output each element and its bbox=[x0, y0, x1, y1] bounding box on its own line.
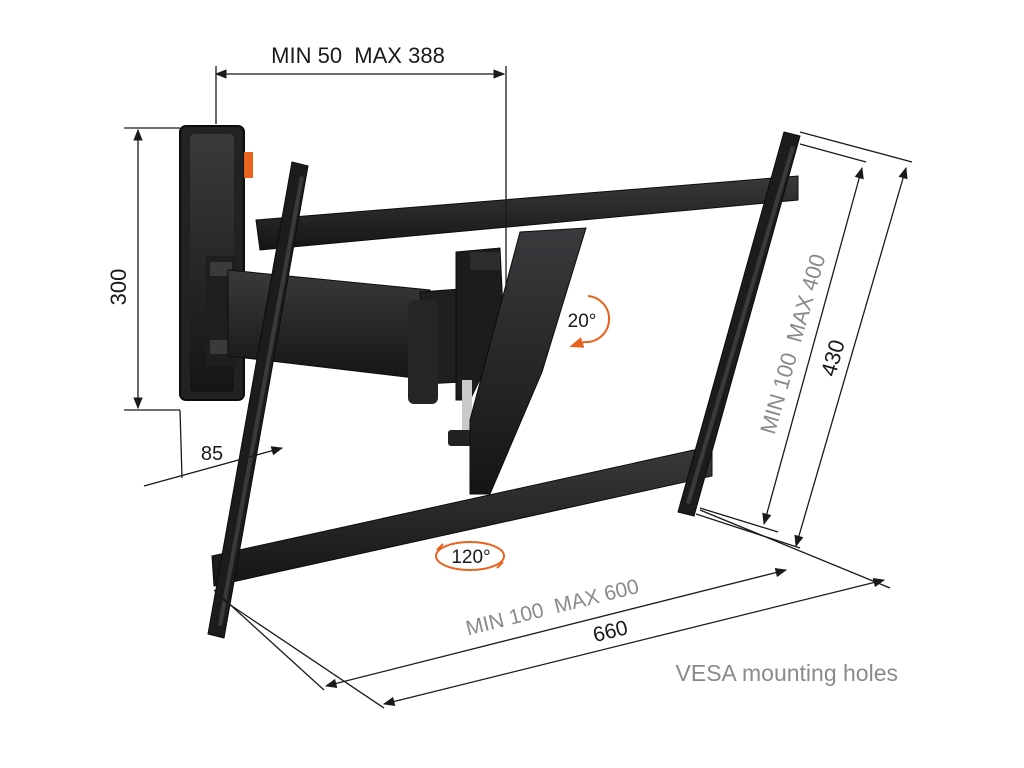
tilt-arc-icon bbox=[569, 295, 611, 348]
wall-plate-height-label: 300 bbox=[106, 269, 131, 306]
vesa-caption: VESA mounting holes bbox=[676, 660, 898, 686]
swivel-angle-label: 120° bbox=[451, 547, 490, 568]
left-vesa-strip bbox=[207, 161, 309, 639]
horizontal-size-label: 660 bbox=[591, 616, 631, 647]
dimension-lines bbox=[124, 66, 913, 709]
vesa-vertical-range-label: MIN 100 MAX 400 bbox=[755, 251, 830, 437]
bottom-rail bbox=[211, 445, 713, 587]
orange-lock-tab bbox=[244, 152, 253, 178]
elbow-hinge bbox=[408, 300, 438, 404]
swivel-arc-icon bbox=[435, 541, 505, 571]
mount-hardware bbox=[179, 125, 801, 639]
vertical-size-label: 430 bbox=[816, 337, 850, 379]
center-bracket bbox=[469, 227, 587, 495]
tilt-angle-label: 20° bbox=[568, 311, 597, 332]
arm-extension-label: MIN 50 MAX 388 bbox=[271, 43, 445, 68]
wall-depth-label: 85 bbox=[201, 443, 223, 465]
